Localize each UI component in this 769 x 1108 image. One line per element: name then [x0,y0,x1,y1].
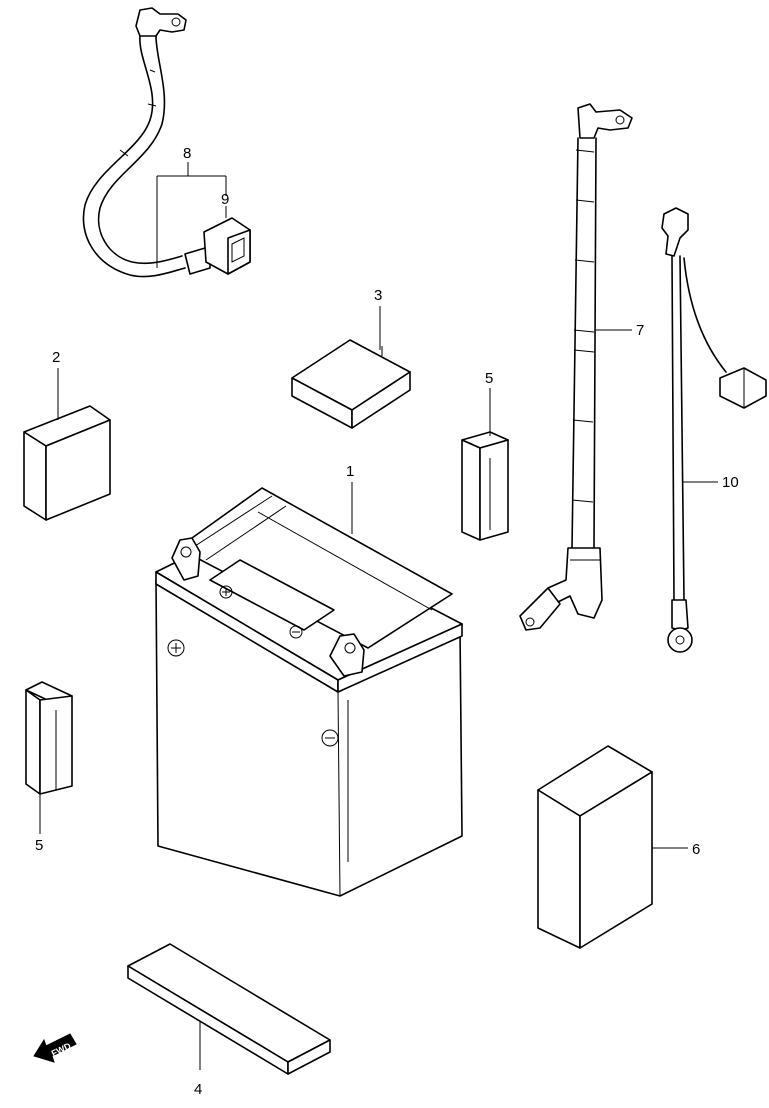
callout-5-upper: 5 [485,370,493,387]
callout-6: 6 [692,841,700,858]
callout-1: 1 [346,463,354,480]
callout-2: 2 [52,349,60,366]
callout-7: 7 [636,322,644,339]
callout-3: 3 [374,287,382,304]
part-3-pad [291,339,411,429]
forward-arrow-icon: FWD [33,1033,77,1063]
callout-5-lower: 5 [35,837,43,854]
leader-8-9 [156,162,227,268]
part-10-lead-wire [661,207,767,653]
callout-10: 10 [722,474,739,491]
part-8-battery-cable [82,7,251,278]
part-4-pad [127,943,331,1075]
part-2-block [23,405,111,521]
part-5-spacer-upper [461,431,509,541]
callout-8: 8 [183,145,191,162]
part-5-spacer-lower [25,681,73,795]
part-7-positive-cable [519,103,633,631]
callout-4: 4 [194,1081,202,1098]
part-1-battery [155,487,463,897]
callout-9: 9 [221,191,229,208]
part-6-block [537,745,653,949]
